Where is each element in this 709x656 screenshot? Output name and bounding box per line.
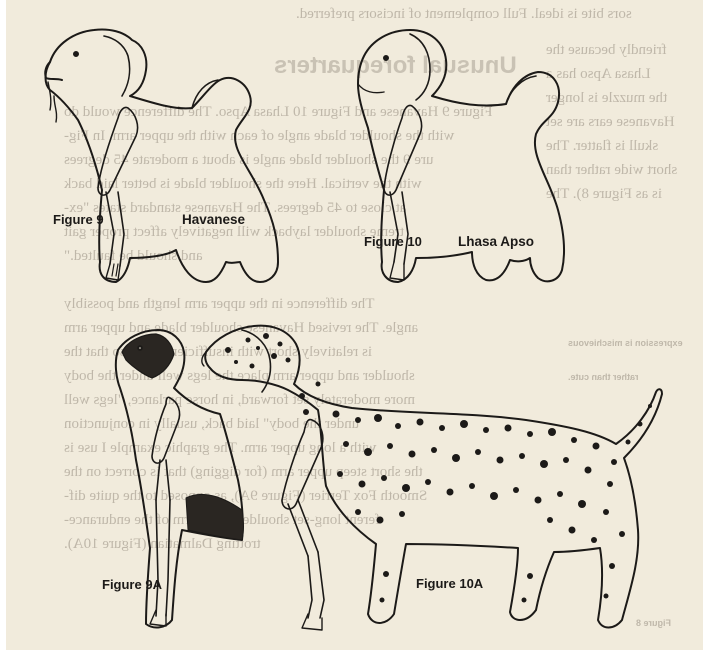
havanese-drawing xyxy=(45,29,278,282)
book-page: sors bite is ideal. Full complement of i… xyxy=(6,0,703,650)
dog-illustrations xyxy=(6,0,703,650)
figure-9a-caption: Figure 9A xyxy=(102,577,162,592)
figure-10-caption: Figure 10 xyxy=(364,234,422,249)
figure-10-breed-label: Lhasa Apso xyxy=(458,234,534,249)
figure-9-breed-label: Havanese xyxy=(182,212,245,227)
figure-9-caption: Figure 9 xyxy=(53,212,104,227)
figure-10a-caption: Figure 10A xyxy=(416,576,483,591)
